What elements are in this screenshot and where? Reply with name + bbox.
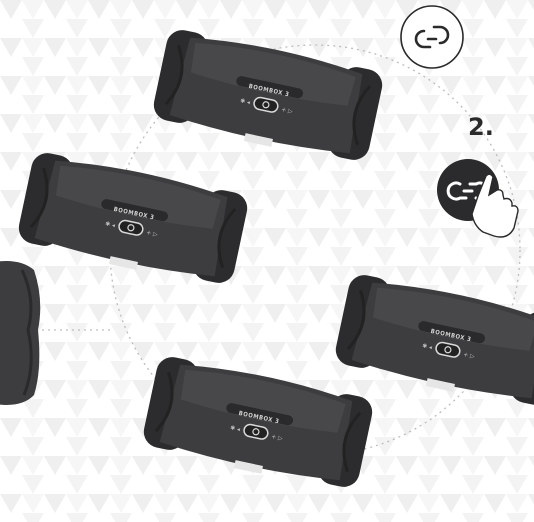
link-outline-icon — [401, 6, 463, 68]
speaker-left-partial — [0, 261, 40, 405]
step-number: 2. — [468, 113, 494, 141]
